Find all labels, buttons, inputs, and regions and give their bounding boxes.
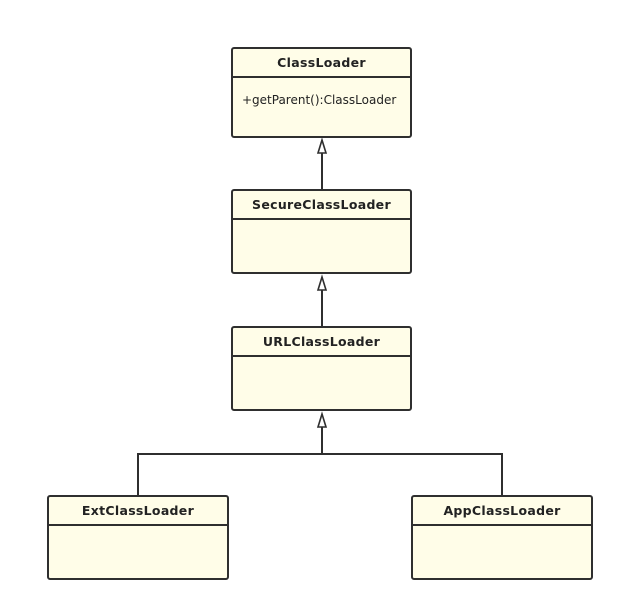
class-name: ExtClassLoader <box>49 497 227 526</box>
class-name: URLClassLoader <box>233 328 410 357</box>
class-members <box>233 357 410 372</box>
class-name: ClassLoader <box>233 49 410 78</box>
class-box-secureclassloader: SecureClassLoader <box>231 189 412 274</box>
class-members <box>49 526 227 541</box>
connector-appclassloader <box>322 453 503 495</box>
class-members <box>233 220 410 235</box>
inheritance-secure-to-classloader <box>316 137 328 189</box>
inheritance-arrowhead <box>316 274 328 291</box>
class-members: +getParent():ClassLoader <box>233 78 410 107</box>
class-box-appclassloader: AppClassLoader <box>411 495 593 580</box>
class-name: SecureClassLoader <box>233 191 410 220</box>
connector-extclassloader <box>137 453 322 495</box>
class-box-classloader: ClassLoader +getParent():ClassLoader <box>231 47 412 138</box>
class-box-extclassloader: ExtClassLoader <box>47 495 229 580</box>
class-members <box>413 526 591 541</box>
inheritance-arrowhead <box>316 411 328 428</box>
inheritance-url-to-secure <box>316 274 328 326</box>
inheritance-arrowhead <box>316 137 328 154</box>
class-method: +getParent():ClassLoader <box>242 93 397 107</box>
class-name: AppClassLoader <box>413 497 591 526</box>
inheritance-ext-app-to-url <box>137 411 503 495</box>
class-box-urlclassloader: URLClassLoader <box>231 326 412 411</box>
